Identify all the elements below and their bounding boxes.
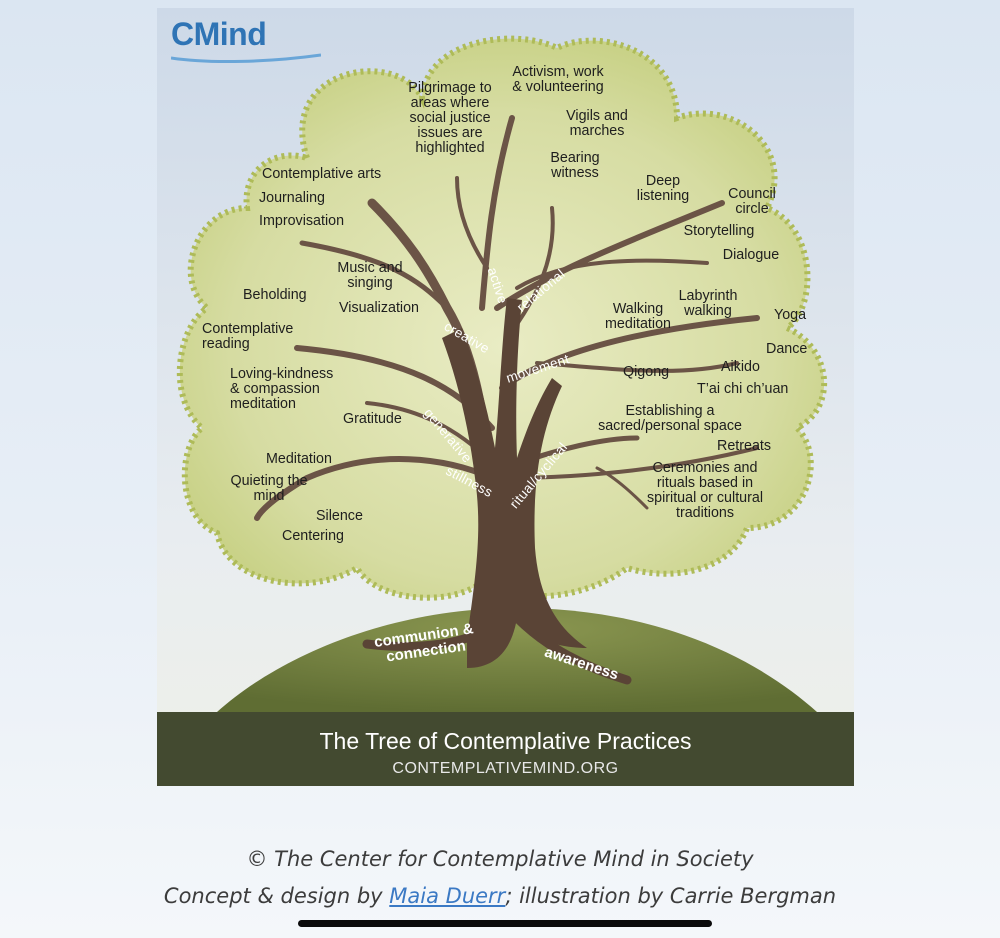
logo-swoosh — [171, 53, 321, 64]
practice-pilgrimage: Pilgrimage to areas where social justice… — [408, 80, 492, 156]
practice-centering: Centering — [282, 528, 344, 544]
caption-credit: Concept & design by Maia Duerr; illustra… — [0, 884, 1000, 908]
practice-contemplative-reading: Contemplative reading — [202, 321, 294, 352]
tree-illustration — [157, 8, 854, 786]
tree-branches — [254, 115, 760, 521]
credit-suffix: ; illustration by Carrie Bergman — [505, 884, 837, 908]
practice-beholding: Beholding — [243, 287, 307, 303]
practice-activism: Activism, work & volunteering — [512, 64, 604, 95]
practice-deep-listening: Deep listening — [636, 173, 690, 204]
poster-title: The Tree of Contemplative Practices — [319, 728, 692, 754]
practice-ceremonies: Ceremonies and rituals based in spiritua… — [646, 460, 764, 521]
practice-visualization: Visualization — [339, 300, 420, 316]
practice-council-circle: Council circle — [728, 186, 776, 217]
tree-poster: CMind Pilgrimage to areas where social j… — [157, 8, 854, 786]
practice-walking-meditation: Walking meditation — [605, 301, 671, 332]
caption-copyright: © The Center for Contemplative Mind in S… — [246, 847, 754, 871]
practice-vigils: Vigils and marches — [566, 108, 628, 139]
tree-trunk — [442, 298, 587, 668]
practice-music-singing: Music and singing — [337, 260, 403, 291]
practice-dance: Dance — [766, 341, 808, 357]
practice-contemplative-arts: Contemplative arts — [262, 166, 382, 182]
hill — [217, 608, 817, 712]
practice-journaling: Journaling — [259, 190, 325, 206]
practice-retreats: Retreats — [717, 438, 772, 454]
practice-meditation: Meditation — [266, 451, 332, 467]
practice-loving-kindness: Loving-kindness & compassion meditation — [230, 366, 334, 412]
practice-qigong: Qigong — [623, 364, 670, 380]
home-indicator[interactable] — [298, 920, 712, 927]
practice-labyrinth-walking: Labyrinth walking — [678, 288, 738, 319]
tree-canopy — [176, 35, 828, 601]
practice-dialogue: Dialogue — [722, 247, 780, 263]
practice-gratitude: Gratitude — [343, 411, 402, 427]
practice-storytelling: Storytelling — [683, 223, 755, 239]
cmind-logo: CMind — [171, 16, 267, 52]
poster-banner: The Tree of Contemplative Practices CONT… — [157, 712, 854, 786]
poster-url: CONTEMPLATIVEMIND.ORG — [392, 760, 619, 777]
practice-bearing-witness: Bearing witness — [550, 150, 600, 181]
practice-taichi: T’ai chi ch’uan — [697, 381, 789, 397]
maia-duerr-link[interactable]: Maia Duerr — [389, 884, 506, 908]
practice-quieting-mind: Quieting the mind — [230, 473, 308, 504]
practice-yoga: Yoga — [774, 307, 807, 323]
practice-sacred-space: Establishing a sacred/personal space — [598, 403, 742, 434]
practice-silence: Silence — [316, 508, 363, 524]
practice-aikido: Aikido — [721, 359, 760, 375]
practice-improvisation: Improvisation — [259, 213, 345, 229]
credit-prefix: Concept & design by — [163, 884, 390, 908]
